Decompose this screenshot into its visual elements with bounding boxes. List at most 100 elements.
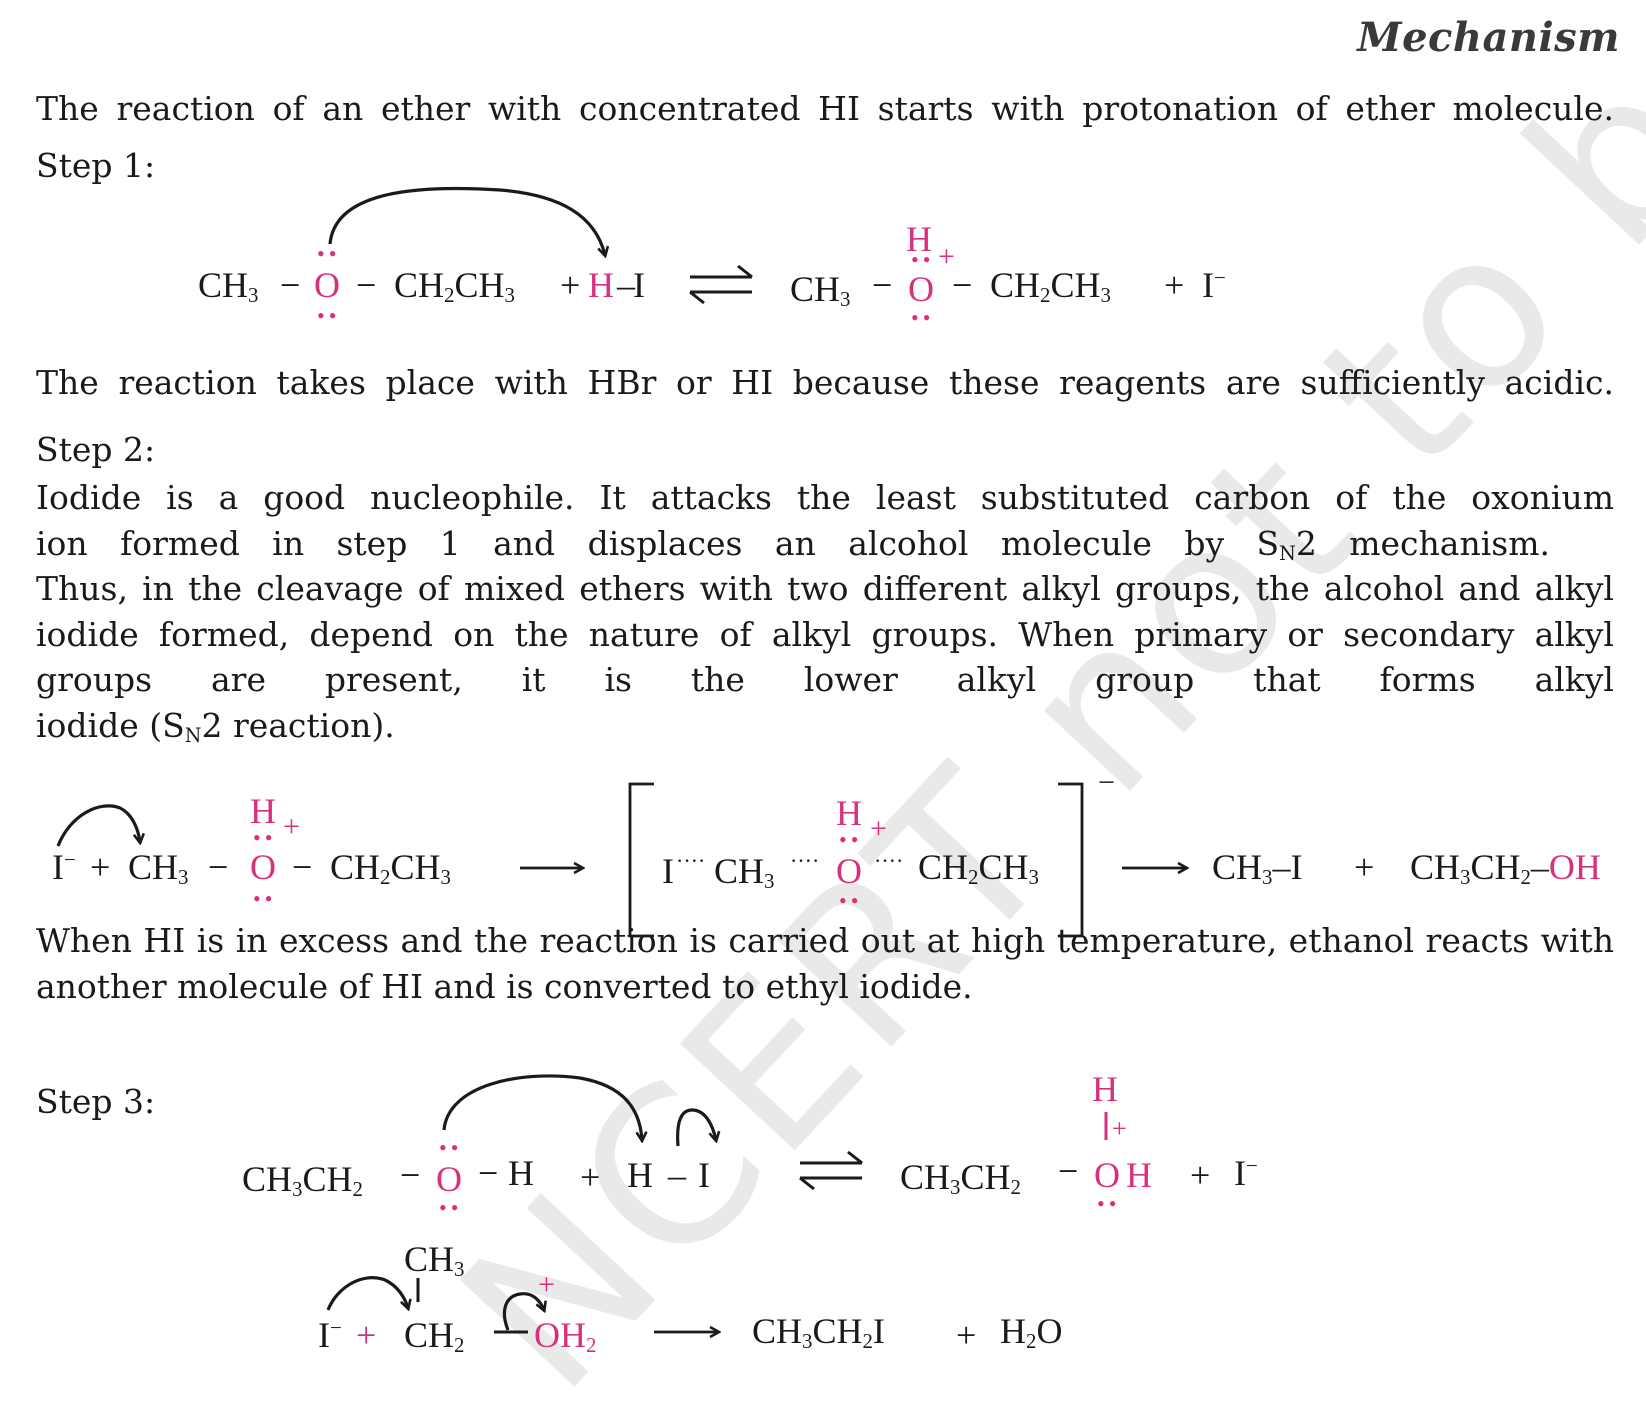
- section-heading: Mechanism: [1357, 14, 1620, 61]
- lone-pair-bottom: ••: [253, 886, 277, 911]
- iodide-ion: I−: [52, 847, 76, 887]
- ethyl-group: CH2CH3: [394, 265, 515, 308]
- bond: −: [400, 1155, 421, 1195]
- bond: −: [478, 1153, 499, 1193]
- hydrogen-atom: H: [508, 1153, 534, 1193]
- lone-pair-top: ••: [317, 241, 341, 266]
- step2-line: iodide (SN2 reaction).: [36, 705, 395, 747]
- plus-sign: +: [1190, 1155, 1211, 1195]
- bond: −: [280, 265, 301, 305]
- oxonium-oxygen: O: [908, 269, 934, 309]
- water-leaving-group: OH2: [534, 1315, 597, 1358]
- lone-pair-top: ••: [911, 247, 935, 272]
- hydrogen-atom: H: [627, 1155, 653, 1195]
- bond: −: [872, 265, 893, 305]
- iodide-ion: I−: [1202, 265, 1226, 305]
- ts-iodine: I: [662, 851, 674, 891]
- oxonium-hydrogen: H: [1126, 1155, 1152, 1195]
- methyl-branch: CH3: [404, 1239, 465, 1282]
- step2-line: Iodide is a good nucleophile. It attacks…: [36, 478, 1614, 517]
- equilibrium-arrow: [799, 1150, 863, 1191]
- water: H2O: [1000, 1311, 1063, 1354]
- curved-arrow: [676, 1108, 716, 1147]
- lone-pair-bottom: ••: [1097, 1191, 1121, 1216]
- acidic-paragraph: The reaction takes place with HBr or HI …: [36, 363, 1614, 402]
- hi-bond: –: [617, 265, 635, 305]
- ethyl-group: CH3CH2: [900, 1157, 1021, 1200]
- curved-arrow: [502, 1292, 544, 1331]
- intro-paragraph: The reaction of an ether with concentrat…: [36, 89, 1614, 128]
- bond: −: [952, 265, 973, 305]
- bracket-charge: −: [1098, 766, 1115, 799]
- oxygen-atom: O: [436, 1159, 462, 1199]
- plus-sign: +: [560, 265, 581, 305]
- partial-bond: ····: [874, 848, 904, 873]
- iodide-ion: I−: [318, 1315, 342, 1355]
- ch3-group: CH3: [128, 847, 189, 890]
- step1-label: Step 1:: [36, 146, 156, 185]
- oxonium-hydrogen: H: [906, 219, 932, 259]
- positive-charge: +: [938, 240, 955, 273]
- lone-pair-top: ••: [439, 1135, 463, 1160]
- positive-charge: +: [283, 810, 300, 843]
- positive-charge: +: [1112, 1114, 1127, 1143]
- curved-arrow: [328, 186, 605, 255]
- oxonium-hydrogen: H: [250, 791, 276, 831]
- bond: −: [208, 847, 229, 887]
- oxonium-oxygen: O: [250, 847, 276, 887]
- step3-label: Step 3:: [36, 1082, 156, 1121]
- lone-pair-bottom: ••: [911, 305, 935, 330]
- ts-hydrogen: H: [836, 793, 862, 833]
- plus-sign: +: [356, 1315, 377, 1355]
- hydrogen-atom: H: [588, 265, 614, 305]
- oxonium-oxygen: O: [1094, 1155, 1120, 1195]
- lone-pair-bottom: ••: [439, 1195, 463, 1220]
- lone-pair-bottom: ••: [317, 303, 341, 328]
- plus-sign: +: [580, 1157, 601, 1197]
- excess-paragraph: When HI is in excess and the reaction is…: [36, 921, 1614, 1006]
- bond: −: [1058, 1151, 1079, 1191]
- plus-sign: +: [90, 847, 111, 887]
- iodine-atom: I: [698, 1155, 710, 1195]
- ethanol: CH3CH2–OH: [1410, 847, 1601, 890]
- ethyl-group: CH2CH3: [990, 265, 1111, 308]
- ethyl-iodide: CH3CH2I: [752, 1311, 885, 1354]
- methyl-iodide: CH3–I: [1212, 847, 1303, 890]
- ch2-group: CH2: [404, 1315, 465, 1358]
- right-bracket: [1058, 782, 1084, 938]
- curved-arrow: [326, 1276, 408, 1310]
- bond: −: [292, 847, 313, 887]
- equilibrium-arrow: [689, 264, 753, 305]
- iodide-ion: I−: [1234, 1153, 1258, 1193]
- lone-pair-top: ••: [839, 827, 863, 852]
- curved-arrow: [442, 1074, 642, 1140]
- ch3-group: CH3: [198, 265, 259, 308]
- oxonium-top-hydrogen: H: [1092, 1069, 1118, 1109]
- curved-arrow: [56, 804, 140, 847]
- lone-pair-bottom: ••: [839, 888, 863, 913]
- step2-line: ion formed in step 1 and displaces an al…: [36, 523, 1550, 565]
- left-bracket: [628, 782, 654, 938]
- oxygen-atom: O: [314, 265, 340, 305]
- ts-oxygen: O: [836, 851, 862, 891]
- ts-ch3: CH3: [714, 851, 775, 894]
- plus-sign: +: [1354, 847, 1375, 887]
- ts-ethyl: CH2CH3: [918, 847, 1039, 890]
- ch3-group: CH3: [790, 269, 851, 312]
- step2-paragraph: Iodide is a good nucleophile. It attacks…: [36, 475, 1614, 748]
- positive-charge: +: [538, 1268, 555, 1301]
- step2-label: Step 2:: [36, 430, 156, 469]
- bond: −: [356, 265, 377, 305]
- positive-charge: +: [870, 812, 887, 845]
- lone-pair-top: ••: [253, 825, 277, 850]
- plus-sign: +: [1164, 265, 1185, 305]
- ethyl-group: CH2CH3: [330, 847, 451, 890]
- iodine-atom: I: [633, 265, 645, 305]
- step2-body: Thus, in the cleavage of mixed ethers wi…: [36, 569, 1614, 699]
- plus-sign: +: [956, 1315, 977, 1355]
- partial-bond: ····: [676, 848, 706, 873]
- ethyl-group: CH3CH2: [242, 1159, 363, 1202]
- partial-bond: ····: [790, 848, 820, 873]
- hi-bond: –: [668, 1155, 686, 1195]
